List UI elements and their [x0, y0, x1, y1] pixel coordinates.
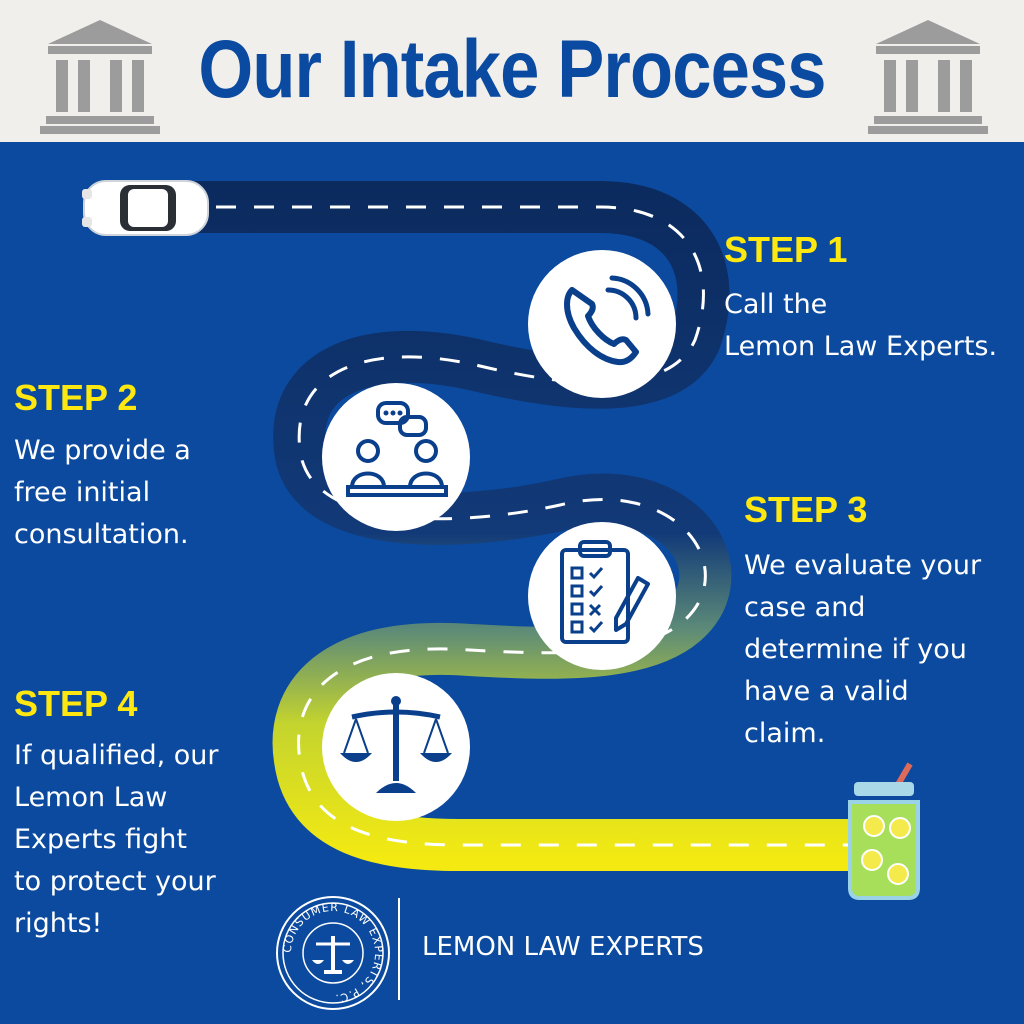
courthouse-left-icon [40, 20, 160, 134]
step-3-line-2: case and [744, 592, 866, 623]
step-2-line-2: free initial [14, 477, 151, 508]
step-4-text: If qualified, our Lemon Law Experts figh… [14, 735, 219, 945]
step-1-text: Call the Lemon Law Experts. [724, 284, 997, 368]
step-3-line-3: determine if you [744, 634, 967, 665]
step-3-line-4: have a valid [744, 676, 909, 707]
page-title: Our Intake Process [198, 24, 826, 115]
step-2-text: We provide a free initial consultation. [14, 430, 191, 556]
step-3-circle [528, 522, 676, 670]
step-3-line-1: We evaluate your [744, 550, 982, 581]
step-4-title: STEP 4 [14, 683, 138, 724]
clipboard-checklist-icon [560, 540, 650, 644]
step-2-line-1: We provide a [14, 435, 191, 466]
courthouse-right-icon [868, 20, 988, 134]
step-4-line-5: rights! [14, 908, 103, 939]
step-2-line-3: consultation. [14, 519, 189, 550]
lemonade-jar-icon [848, 762, 920, 900]
phone-icon [564, 275, 651, 366]
brand-name: LEMON LAW EXPERTS [422, 932, 704, 962]
step-4-line-3: Experts fight [14, 824, 187, 855]
car-icon [82, 180, 209, 236]
step-4-line-4: to protect your [14, 866, 216, 897]
step-3-text: We evaluate your case and determine if y… [744, 545, 981, 755]
step-2-title: STEP 2 [14, 377, 138, 418]
header-banner: Our Intake Process [0, 0, 1024, 142]
step-3-title: STEP 3 [744, 489, 868, 530]
consultation-icon [346, 401, 448, 497]
step-4-line-1: If qualified, our [14, 740, 219, 771]
step-4-line-2: Lemon Law [14, 782, 168, 813]
scales-of-justice-icon [340, 696, 452, 793]
step-1-line-2: Lemon Law Experts. [724, 331, 998, 362]
step-4-circle [322, 673, 470, 821]
step-1-circle [528, 250, 676, 398]
step-1-title: STEP 1 [724, 229, 848, 270]
footer-divider [398, 898, 400, 1000]
step-1-line-1: Call the [724, 289, 828, 320]
step-2-circle [322, 383, 470, 531]
step-3-line-5: claim. [744, 718, 826, 749]
consumer-law-experts-seal: CONSUMER LAW EXPERTS, P.C. [276, 896, 390, 1010]
